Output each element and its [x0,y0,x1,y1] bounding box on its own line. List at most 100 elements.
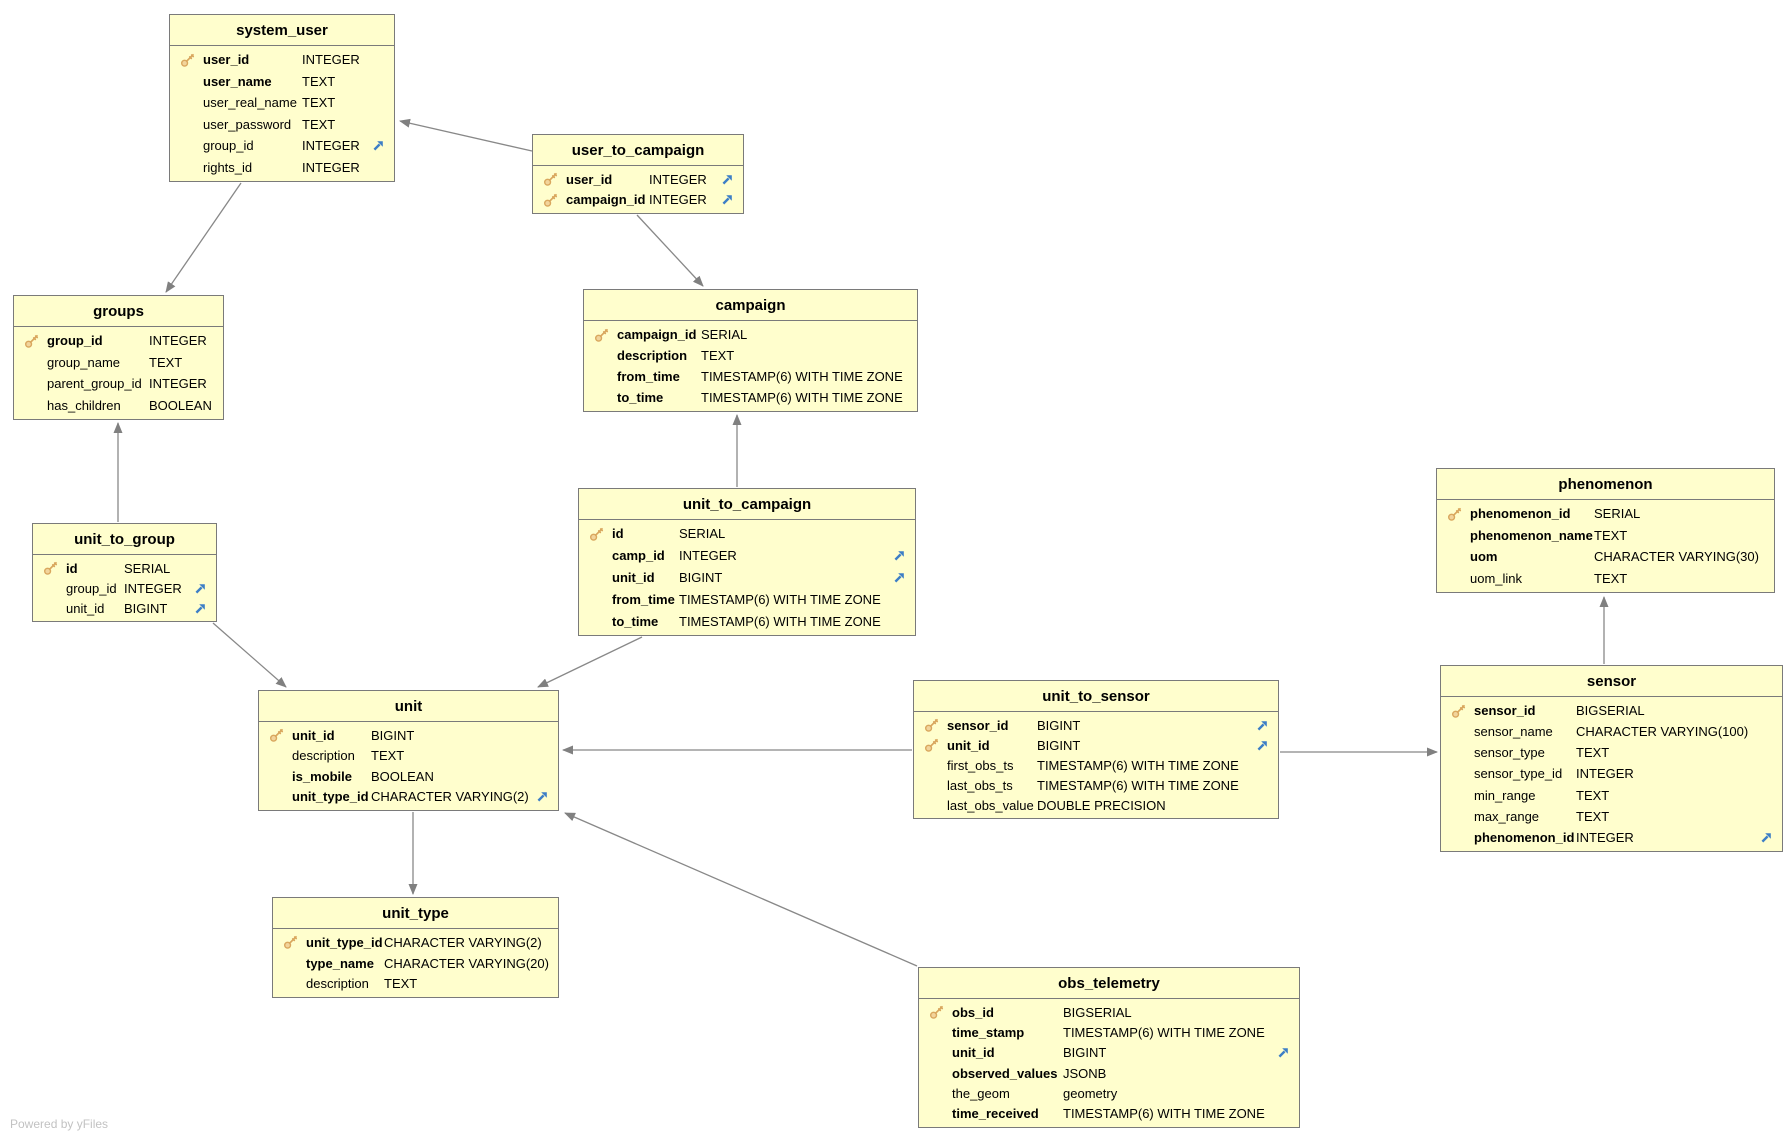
field-name: sensor_type [1474,745,1545,761]
field-type: TEXT [1576,808,1610,824]
field-type: TIMESTAMP(6) WITH TIME ZONE [1063,1024,1265,1040]
table-title-unit: unit [259,691,558,722]
field-type: CHARACTER VARYING(2) [371,789,529,805]
primary-key-icon [273,934,306,950]
field-type: INTEGER [302,52,360,68]
field-name: is_mobile [292,768,352,784]
field-type: SERIAL [679,526,726,542]
edge-system_user-to-groups[interactable] [165,182,242,293]
field-name: unit_id [947,737,990,753]
field-type: BIGSERIAL [1063,1004,1132,1020]
edge-obs_telemetry-to-unit[interactable] [564,812,918,967]
field-type: INTEGER [649,171,707,187]
field-type: TIMESTAMP(6) WITH TIME ZONE [1063,1106,1265,1122]
field-type: CHARACTER VARYING(30) [1594,549,1759,565]
field-type: BOOLEAN [371,768,434,784]
table-title-groups: groups [14,296,223,327]
edge-unit_to_campaign-to-unit[interactable] [537,636,643,688]
field-type: JSONB [1063,1065,1107,1081]
table-title-unit_type: unit_type [273,898,558,929]
edge-unit_to_group-to-unit[interactable] [212,622,287,688]
field-name: from_time [617,369,680,384]
field-type: INTEGER [1576,829,1634,845]
powered-by-label: Powered by yFiles [10,1117,109,1131]
foreign-key-arrow-up-right-icon [532,790,558,803]
primary-key-icon [584,327,617,343]
field-type: BIGINT [124,600,168,616]
field-type: BIGINT [1063,1045,1107,1061]
field-name: time_stamp [952,1024,1025,1040]
field-type: INTEGER [124,580,182,596]
field-type: geometry [1063,1085,1118,1101]
field-type: TEXT [1594,527,1628,543]
field-name: the_geom [952,1085,1010,1101]
field-type: CHARACTER VARYING(2) [384,934,542,950]
foreign-key-arrow-up-right-icon [889,549,915,562]
field-name: sensor_name [1474,724,1553,740]
edge-user_to_campaign-to-campaign[interactable] [636,214,704,287]
field-name: last_obs_ts [947,777,1013,793]
field-name: user_password [203,116,292,132]
field-type: TEXT [371,748,405,764]
field-type: INTEGER [302,159,360,175]
field-type: TIMESTAMP(6) WITH TIME ZONE [1037,777,1239,793]
field-type: INTEGER [302,138,360,154]
field-name: phenomenon_name [1470,527,1593,543]
table-title-unit_to_sensor: unit_to_sensor [914,681,1278,712]
field-name: unit_id [612,569,655,585]
field-type: TEXT [701,348,735,363]
foreign-key-arrow-up-right-icon [717,193,743,206]
table-title-unit_to_campaign: unit_to_campaign [579,489,915,520]
field-name: uom_link [1470,570,1523,586]
field-name: from_time [612,591,675,607]
field-type: TEXT [384,976,418,992]
table-title-phenomenon: phenomenon [1437,469,1774,500]
field-name: camp_id [612,548,665,564]
field-type: TEXT [302,73,336,89]
foreign-key-arrow-up-right-icon [889,571,915,584]
field-type: BIGINT [1037,737,1081,753]
field-row-unit_id: unit_id BIGINT [919,1043,1299,1063]
field-name: unit_id [952,1045,995,1061]
foreign-key-arrow-up-right-icon [368,139,394,152]
field-type: BOOLEAN [149,397,212,413]
edge-user_to_campaign-to-system_user[interactable] [399,118,533,152]
field-name: to_time [617,390,664,405]
